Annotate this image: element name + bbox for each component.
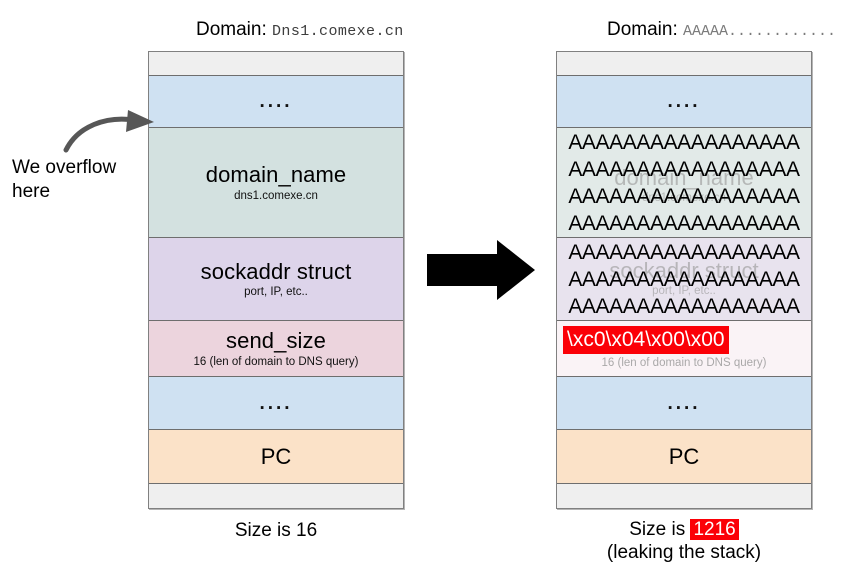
ghost-title: domain_name bbox=[614, 165, 754, 190]
right-row-bottom-padding bbox=[557, 484, 811, 508]
ghost-subtitle: dns1.comexe.cn bbox=[642, 192, 726, 205]
right-row-ellipsis-upper: .... bbox=[557, 76, 811, 128]
left-row-ellipsis-lower: .... bbox=[149, 377, 403, 430]
row-title: PC bbox=[668, 443, 700, 469]
ellipsis-label: .... bbox=[667, 91, 701, 112]
left-row-bottom-padding bbox=[149, 484, 403, 508]
a-row: AAAAAAAAAAAAAAAAA bbox=[568, 294, 800, 318]
right-row-program-counter: PC bbox=[557, 430, 811, 484]
overflow-annotation-line1: We overflow bbox=[12, 157, 117, 178]
a-flood-sockaddr: AAAAAAAAAAAAAAAAA AAAAAAAAAAAAAAAAA AAAA… bbox=[557, 238, 811, 320]
a-row: AAAAAAAAAAAAAAAAA bbox=[568, 157, 800, 181]
overflow-annotation: We overflow here bbox=[12, 156, 116, 204]
right-caption: Size is 1216 (leaking the stack) bbox=[556, 518, 812, 564]
overflow-annotation-line2: here bbox=[12, 180, 51, 202]
right-row-send-size-overwritten: \xc0\x04\x00\x00 16 (len of domain to DN… bbox=[557, 321, 811, 377]
payload-bytes: \xc0\x04\x00\x00 bbox=[563, 326, 729, 354]
ghost-send-size-subtitle: 16 (len of domain to DNS query) bbox=[601, 357, 767, 369]
right-domain-label: Domain: bbox=[607, 19, 678, 40]
left-row-program-counter: PC bbox=[149, 430, 403, 484]
right-domain-value: AAAAA............ bbox=[683, 23, 837, 40]
left-domain-label: Domain: bbox=[196, 19, 267, 40]
left-domain-value: Dns1.comexe.cn bbox=[272, 23, 404, 40]
row-subtitle: dns1.comexe.cn bbox=[234, 189, 318, 202]
left-row-top-padding bbox=[149, 52, 403, 76]
a-row: AAAAAAAAAAAAAAAAA bbox=[568, 184, 800, 208]
left-domain-heading: Domain: Dns1.comexe.cn bbox=[196, 19, 404, 41]
a-row: AAAAAAAAAAAAAAAAA bbox=[568, 240, 800, 264]
left-row-send-size: send_size 16 (len of domain to DNS query… bbox=[149, 321, 403, 377]
a-row: AAAAAAAAAAAAAAAAA bbox=[568, 130, 800, 154]
right-domain-heading: Domain: AAAAA............ bbox=[607, 19, 836, 41]
row-title: PC bbox=[260, 443, 292, 469]
left-stack: .... domain_name dns1.comexe.cn sockaddr… bbox=[148, 51, 404, 509]
overflow-curved-arrow bbox=[63, 110, 154, 153]
ghost-subtitle: port, IP, etc.. bbox=[652, 285, 716, 298]
right-stack: .... domain_name dns1.comexe.cn AAAAAAAA… bbox=[556, 51, 812, 509]
a-row: AAAAAAAAAAAAAAAAA bbox=[568, 211, 800, 235]
left-size-text: Size is 16 bbox=[234, 520, 318, 541]
right-row-domain-name-overflowed: domain_name dns1.comexe.cn AAAAAAAAAAAAA… bbox=[557, 128, 811, 238]
left-caption: Size is 16 bbox=[148, 519, 404, 542]
ellipsis-label: .... bbox=[259, 91, 293, 112]
left-row-sockaddr-struct: sockaddr struct port, IP, etc.. bbox=[149, 238, 403, 321]
left-row-ellipsis-upper: .... bbox=[149, 76, 403, 128]
row-title: send_size bbox=[226, 328, 326, 354]
right-size-line: Size is 1216 bbox=[556, 518, 812, 541]
right-row-top-padding bbox=[557, 52, 811, 76]
right-leak-note: (leaking the stack) bbox=[606, 542, 762, 564]
row-subtitle: 16 (len of domain to DNS query) bbox=[193, 355, 359, 368]
transition-arrow-icon bbox=[427, 240, 535, 300]
a-row: AAAAAAAAAAAAAAAAA bbox=[568, 267, 800, 291]
ellipsis-label: .... bbox=[667, 392, 701, 414]
ellipsis-label: .... bbox=[259, 392, 293, 414]
ghost-sockaddr-label: sockaddr struct port, IP, etc.. bbox=[557, 259, 811, 297]
a-flood-domain-name: AAAAAAAAAAAAAAAAA AAAAAAAAAAAAAAAAA AAAA… bbox=[557, 128, 811, 237]
ghost-domain-name-label: domain_name dns1.comexe.cn bbox=[557, 166, 811, 204]
row-subtitle: port, IP, etc.. bbox=[244, 286, 308, 299]
right-row-sockaddr-overflowed: sockaddr struct port, IP, etc.. AAAAAAAA… bbox=[557, 238, 811, 321]
right-size-prefix: Size is bbox=[629, 519, 691, 540]
row-title: domain_name bbox=[205, 162, 347, 188]
left-row-domain-name: domain_name dns1.comexe.cn bbox=[149, 128, 403, 238]
ghost-title: sockaddr struct bbox=[609, 258, 759, 283]
right-row-ellipsis-lower: .... bbox=[557, 377, 811, 430]
row-title: sockaddr struct bbox=[200, 258, 352, 284]
right-size-value: 1216 bbox=[690, 519, 739, 540]
